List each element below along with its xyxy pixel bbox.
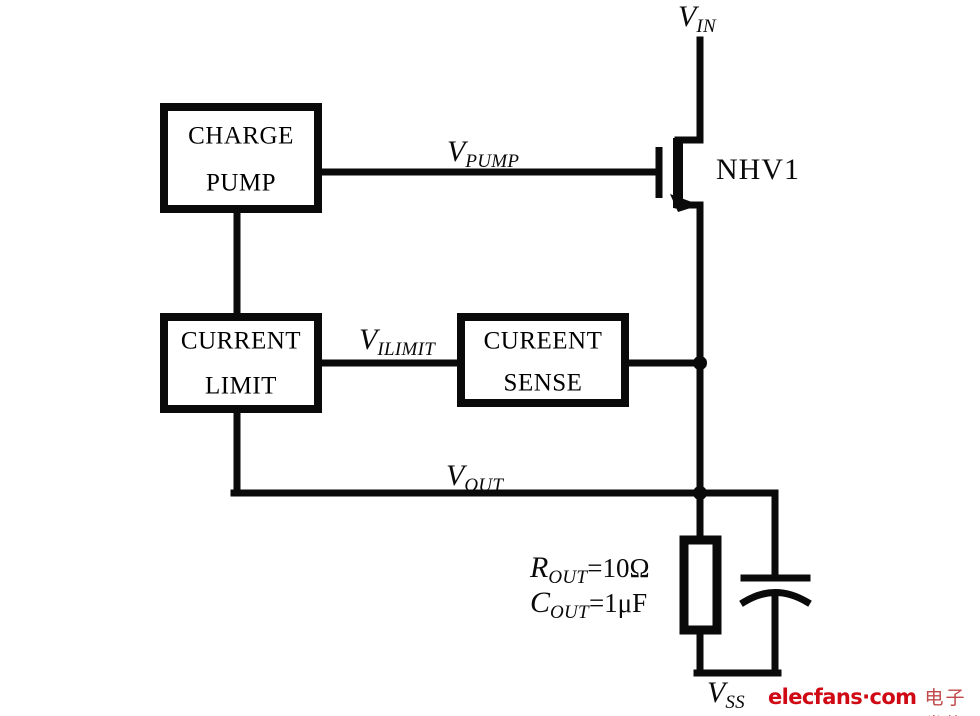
vout-subscript: OUT — [464, 475, 504, 497]
rout-equals: = — [587, 553, 603, 583]
junction-dot-vout — [693, 486, 707, 500]
vss-subscript: SS — [725, 692, 745, 714]
label-vin: VIN — [678, 0, 716, 38]
current-sense-line1: CUREENT — [484, 328, 603, 355]
mosfet-nhv1 — [655, 138, 700, 212]
current-limit-line2: LIMIT — [205, 373, 277, 400]
label-vpump: VPUMP — [447, 135, 520, 173]
cout-subscript: OUT — [550, 602, 589, 624]
block-current-limit — [160, 313, 322, 413]
label-cout-value: COUT=1μF — [530, 586, 648, 624]
capacitor-cout-symbol — [739, 574, 812, 607]
vilimit-subscript: ILIMIT — [377, 339, 436, 361]
vin-subscript: IN — [696, 16, 716, 38]
rout-value: 10Ω — [602, 553, 650, 583]
vpump-symbol: V — [447, 135, 466, 168]
mosfet-source-arrow — [670, 194, 700, 212]
label-vilimit: VILIMIT — [359, 323, 436, 361]
vout-symbol: V — [446, 459, 465, 492]
block-charge-pump — [160, 103, 322, 213]
vss-symbol: V — [707, 676, 726, 709]
current-limit-line1: CURRENT — [181, 328, 301, 355]
charge-pump-line1: CHARGE — [188, 123, 294, 150]
vpump-subscript: PUMP — [465, 151, 520, 173]
cout-value: 1μF — [604, 588, 648, 618]
current-sense-line2: SENSE — [504, 370, 583, 397]
label-vout: VOUT — [446, 459, 504, 497]
label-rout-value: ROUT=10Ω — [530, 551, 650, 589]
rout-subscript: OUT — [548, 567, 588, 589]
label-nhv1: NHV1 — [716, 153, 800, 186]
vilimit-symbol: V — [359, 323, 378, 356]
watermark: elecfans·com 电子发烧友 — [768, 683, 980, 716]
vin-symbol: V — [678, 0, 697, 33]
watermark-chinese-text: 电子发烧友 — [924, 687, 967, 716]
block-current-sense — [457, 313, 629, 407]
charge-pump-line2: PUMP — [206, 170, 276, 197]
cout-equals: = — [588, 588, 605, 618]
junction-dot-sense — [693, 356, 707, 370]
rout-symbol: R — [530, 551, 549, 584]
watermark-domain: elecfans·com — [768, 685, 917, 709]
resistor-rout-symbol — [679, 535, 722, 635]
cout-symbol: C — [530, 586, 551, 619]
label-vss: VSS — [707, 676, 745, 714]
